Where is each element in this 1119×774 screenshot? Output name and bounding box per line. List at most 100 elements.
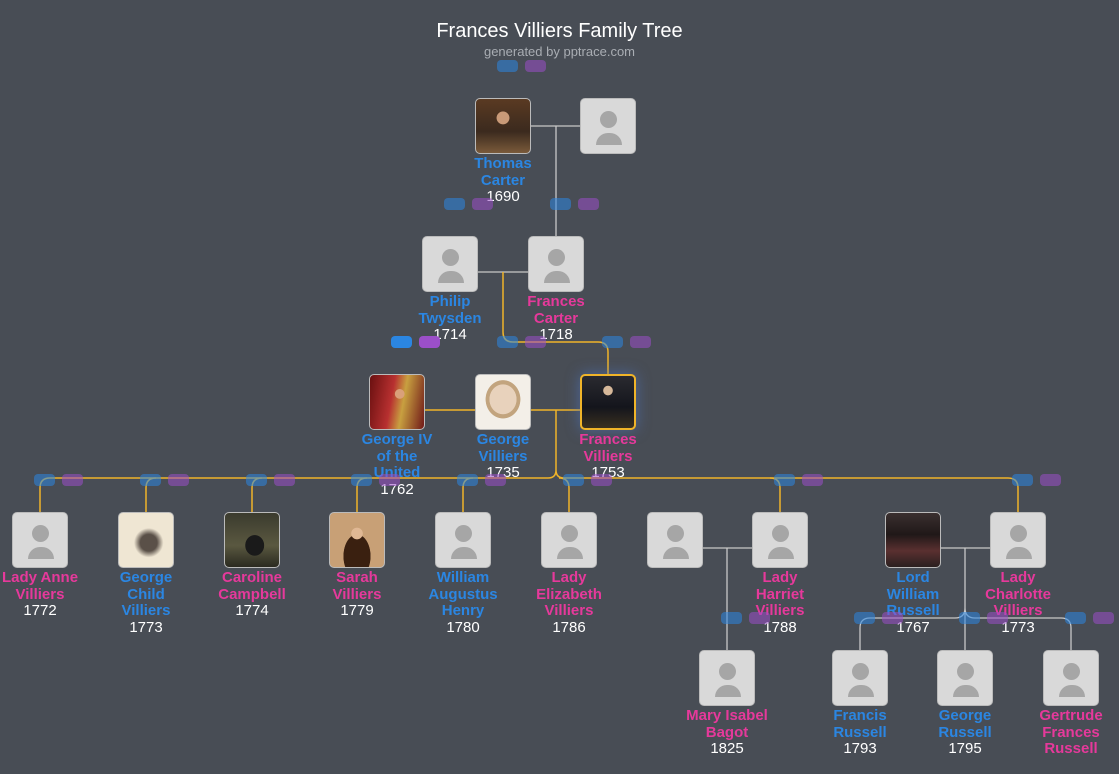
person-card-lady-harriet-villiers[interactable]: [752, 512, 808, 568]
person-name[interactable]: Lady Charlotte Villiers: [985, 569, 1051, 619]
person-card-caroline-campbell[interactable]: [224, 512, 280, 568]
expand-parents-button[interactable]: [550, 198, 571, 210]
expand-siblings-button[interactable]: [485, 474, 506, 486]
person-name[interactable]: Sarah Villiers: [332, 569, 382, 603]
avatar-placeholder-icon: [1063, 663, 1080, 680]
expand-parents-button[interactable]: [351, 474, 372, 486]
person-card-lady-anne-villiers[interactable]: [12, 512, 68, 568]
page-subtitle: generated by pptrace.com: [483, 44, 636, 59]
expand-siblings-button[interactable]: [578, 198, 599, 210]
expand-parents-button[interactable]: [1065, 612, 1086, 624]
person-name[interactable]: George Russell: [938, 707, 992, 741]
person-name[interactable]: Frances Villiers: [579, 431, 637, 465]
expand-parents-button[interactable]: [497, 336, 518, 348]
avatar-placeholder-icon: [438, 271, 464, 283]
expand-siblings-button[interactable]: [749, 612, 770, 624]
person-card-lord-william-russell[interactable]: [885, 512, 941, 568]
person-name[interactable]: Thomas Carter: [474, 155, 532, 189]
expand-siblings-button[interactable]: [274, 474, 295, 486]
person-name[interactable]: George Villiers: [476, 431, 530, 465]
expand-parents-button[interactable]: [140, 474, 161, 486]
person-name[interactable]: Mary Isabel Bagot: [686, 707, 768, 741]
person-birth-year: 1786: [552, 618, 586, 636]
person-card-philip-twysden[interactable]: [422, 236, 478, 292]
expand-parents-button[interactable]: [444, 198, 465, 210]
person-card-mary-isabel-bagot[interactable]: [699, 650, 755, 706]
person-card-thomas-carter-spouse[interactable]: [580, 98, 636, 154]
expand-siblings-button[interactable]: [62, 474, 83, 486]
person-card-lady-charlotte-villiers[interactable]: [990, 512, 1046, 568]
person-birth-year: 1767: [896, 618, 930, 636]
expand-parents-button[interactable]: [774, 474, 795, 486]
person-card-george-villiers[interactable]: [475, 374, 531, 430]
person-card-gertrude-frances-russell[interactable]: [1043, 650, 1099, 706]
person-card-george-russell[interactable]: [937, 650, 993, 706]
person-card-harriet-spouse[interactable]: [647, 512, 703, 568]
expand-siblings-button[interactable]: [630, 336, 651, 348]
person-card-william-augustus-henry[interactable]: [435, 512, 491, 568]
person-name[interactable]: Philip Twysden: [418, 293, 482, 327]
person-name[interactable]: Lady Elizabeth Villiers: [536, 569, 602, 619]
expand-siblings-button[interactable]: [525, 336, 546, 348]
expand-siblings-button[interactable]: [987, 612, 1008, 624]
expand-parents-button[interactable]: [34, 474, 55, 486]
expand-parents-button[interactable]: [457, 474, 478, 486]
person-card-frances-villiers[interactable]: [580, 374, 636, 430]
person-card-sarah-villiers[interactable]: [329, 512, 385, 568]
page-title: Frances Villiers Family Tree: [436, 20, 683, 42]
expand-siblings-button[interactable]: [168, 474, 189, 486]
expand-parents-button[interactable]: [602, 336, 623, 348]
person-name[interactable]: Francis Russell: [833, 707, 887, 741]
avatar-placeholder-icon: [957, 663, 974, 680]
expand-siblings-button[interactable]: [1093, 612, 1114, 624]
expand-siblings-button[interactable]: [472, 198, 493, 210]
expand-siblings-button[interactable]: [525, 60, 546, 72]
person-card-lady-elizabeth-villiers[interactable]: [541, 512, 597, 568]
person-label[interactable]: Gertrude Frances Russell: [1029, 707, 1113, 758]
expand-parents-button[interactable]: [854, 612, 875, 624]
expand-siblings-button[interactable]: [1040, 474, 1061, 486]
expand-parents-button[interactable]: [1012, 474, 1033, 486]
expand-parents-button[interactable]: [563, 474, 584, 486]
person-name[interactable]: Lady Anne Villiers: [1, 569, 79, 603]
expand-siblings-button[interactable]: [591, 474, 612, 486]
connector: [531, 125, 580, 236]
person-card-frances-carter[interactable]: [528, 236, 584, 292]
expand-siblings-button[interactable]: [379, 474, 400, 486]
person-card-george-iv[interactable]: [369, 374, 425, 430]
expand-siblings-button[interactable]: [802, 474, 823, 486]
person-name[interactable]: Frances Carter: [527, 293, 585, 327]
expand-parents-button[interactable]: [959, 612, 980, 624]
person-card-francis-russell[interactable]: [832, 650, 888, 706]
person-name[interactable]: Caroline Campbell: [218, 569, 286, 603]
person-name[interactable]: William Augustus Henry: [428, 569, 498, 619]
person-name[interactable]: Lord William Russell: [886, 569, 940, 619]
person-name[interactable]: Gertrude Frances Russell: [1039, 707, 1103, 757]
expand-parents-button[interactable]: [246, 474, 267, 486]
person-name[interactable]: George Child Villiers: [119, 569, 173, 619]
person-card-thomas-carter[interactable]: [475, 98, 531, 154]
expand-parents-button[interactable]: [721, 612, 742, 624]
expand-parents-button[interactable]: [497, 60, 518, 72]
expand-siblings-button[interactable]: [882, 612, 903, 624]
expand-siblings-button[interactable]: [419, 336, 440, 348]
person-card-george-child-villiers[interactable]: [118, 512, 174, 568]
expand-parents-button[interactable]: [391, 336, 412, 348]
